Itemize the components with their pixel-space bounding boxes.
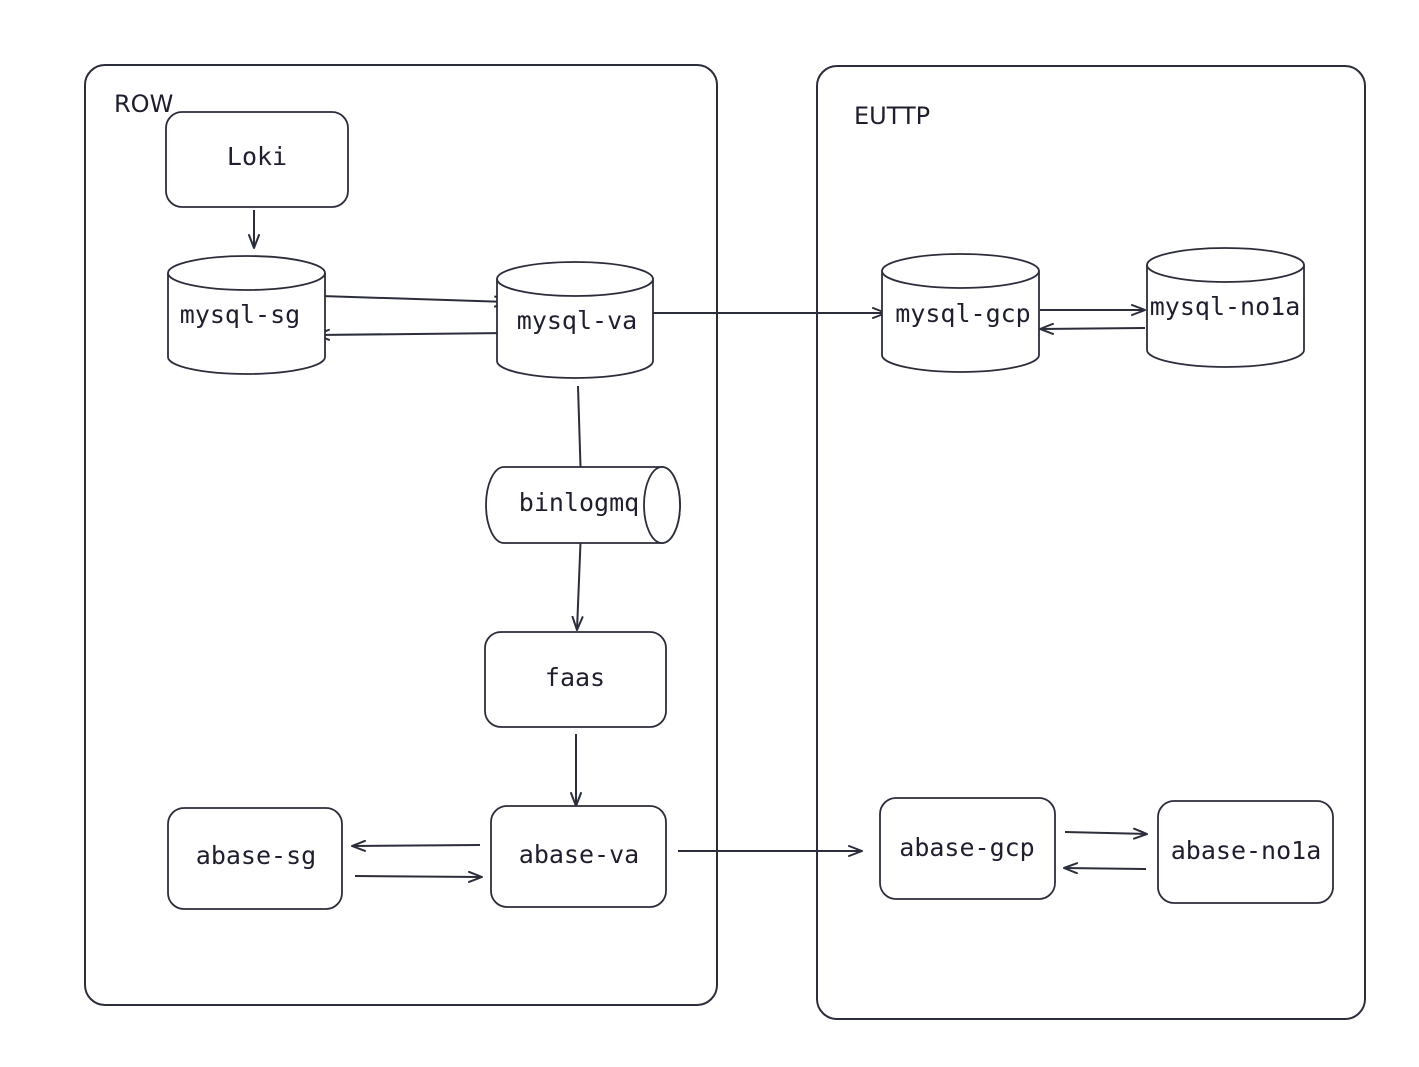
region-row: ROW (84, 64, 718, 1006)
node-binlogmq: binlogmq (485, 466, 681, 544)
node-loki: Loki (165, 111, 349, 208)
edges (248, 210, 1148, 883)
node-mysql-sg-label: mysql-sg (180, 300, 300, 329)
edge-abase-va-to-abase-sg (351, 839, 481, 852)
node-mysql-no1a: mysql-no1a (1146, 247, 1305, 368)
edge-mysql-no1a-to-mysql-gcp (1039, 322, 1146, 335)
node-mysql-gcp: mysql-gcp (881, 253, 1040, 373)
node-mysql-sg: mysql-sg (167, 255, 326, 375)
edge-mysql-sg-to-mysql-va (320, 295, 509, 308)
node-mysql-va: mysql-va (496, 261, 654, 379)
node-abase-va: abase-va (490, 805, 667, 908)
node-binlogmq-label: binlogmq (519, 488, 639, 517)
region-row-label: ROW (114, 90, 173, 118)
edge-mysql-va-to-mysql-sg (315, 328, 509, 341)
node-mysql-va-label: mysql-va (517, 306, 637, 335)
edge-abase-sg-to-abase-va (354, 870, 483, 883)
node-faas: faas (484, 631, 667, 728)
node-loki-label: Loki (227, 142, 287, 171)
node-abase-va-label: abase-va (519, 840, 639, 869)
node-abase-no1a-label: abase-no1a (1171, 836, 1322, 865)
node-faas-label: faas (545, 663, 605, 692)
node-mysql-gcp-label: mysql-gcp (895, 299, 1030, 328)
node-abase-gcp-label: abase-gcp (899, 833, 1034, 862)
node-abase-sg: abase-sg (167, 807, 343, 910)
node-abase-gcp: abase-gcp (879, 797, 1056, 900)
region-euttp: EUTTP (816, 65, 1366, 1020)
region-euttp-label: EUTTP (854, 102, 930, 130)
node-abase-sg-label: abase-sg (196, 841, 316, 870)
edge-abase-gcp-to-abase-no1a (1064, 827, 1148, 840)
edge-binlogmq-to-faas (571, 529, 584, 631)
node-mysql-no1a-label: mysql-no1a (1150, 292, 1301, 321)
node-abase-no1a: abase-no1a (1157, 800, 1334, 904)
edge-abase-no1a-to-abase-gcp (1063, 862, 1147, 875)
